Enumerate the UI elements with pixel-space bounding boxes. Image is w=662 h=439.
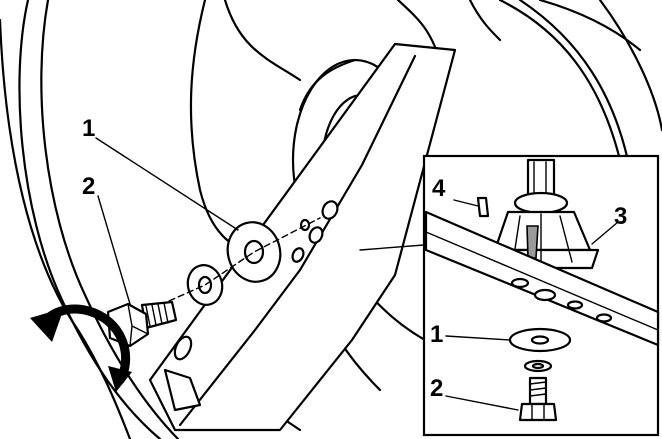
detail-bolt [518, 359, 558, 422]
detail-blade [424, 210, 660, 347]
alignment-line [159, 217, 321, 306]
blade-key [476, 196, 490, 218]
callout-detail-adapter: 3 [614, 203, 627, 230]
blade-bolt [106, 300, 178, 348]
cutting-blade [148, 42, 457, 432]
callout-detail-washer: 1 [430, 321, 443, 348]
blade-washer [226, 221, 282, 283]
main-callouts: 1 2 [82, 115, 239, 305]
callout-main-bolt: 2 [82, 173, 95, 200]
rotation-arrow-icon [30, 304, 132, 392]
detail-inset: 4 3 1 2 [359, 154, 660, 437]
callout-detail-bolt: 2 [430, 375, 443, 402]
callout-main-washer: 1 [82, 115, 95, 142]
detail-washer [508, 327, 572, 353]
callout-detail-key: 4 [432, 175, 446, 202]
lock-washer [186, 264, 224, 306]
